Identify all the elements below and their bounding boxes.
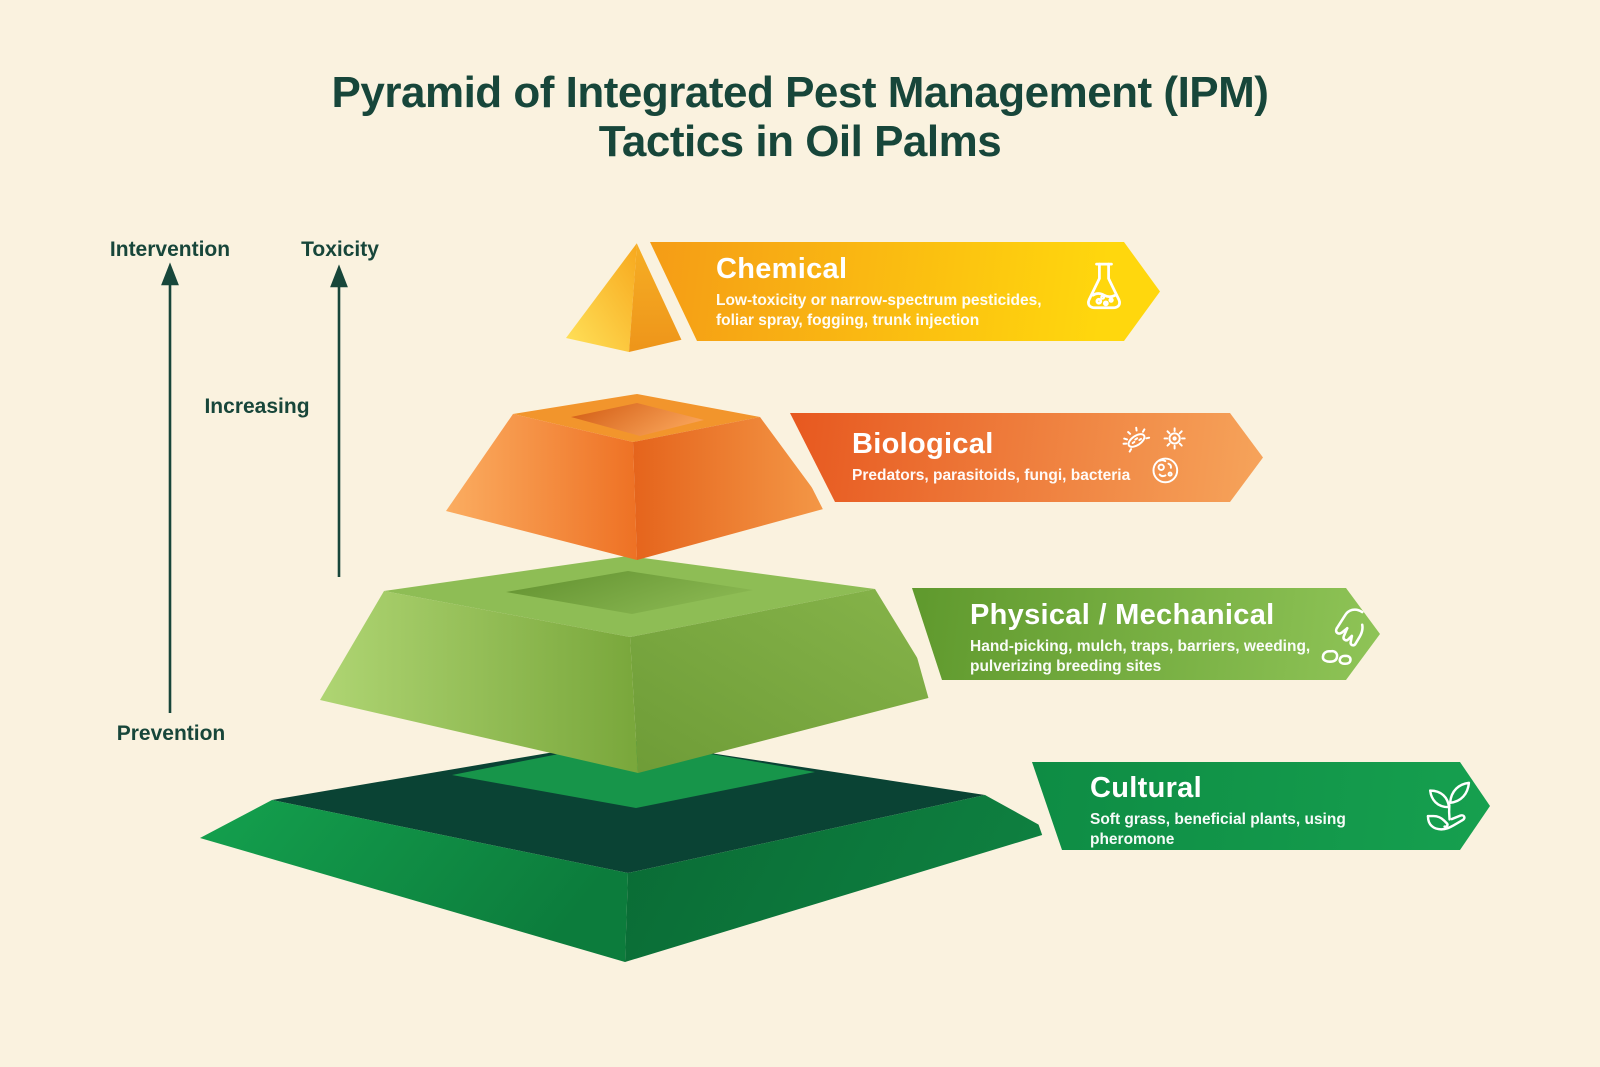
layer-title-cultural: Cultural	[1090, 772, 1202, 804]
chemical-left-face	[566, 243, 637, 352]
physical-left-face	[320, 591, 638, 773]
layer-title-chemical: Chemical	[716, 253, 848, 285]
microbes-icon	[1120, 425, 1188, 489]
flask-icon	[1076, 259, 1132, 321]
base-right-face	[625, 795, 1052, 962]
page-title: Pyramid of Integrated Pest Management (I…	[0, 68, 1600, 166]
increasing-label: Increasing	[204, 395, 310, 418]
biological-top-hole	[571, 403, 704, 436]
physical-right-face	[630, 589, 940, 773]
banner-biological: Biological Predators, parasitoids, fungi…	[790, 413, 1263, 502]
banner-cultural: Cultural Soft grass, beneficial plants, …	[1032, 762, 1490, 850]
page-title-line1: Pyramid of Integrated Pest Management (I…	[331, 68, 1269, 117]
toxicity-label: Toxicity	[301, 238, 379, 261]
layer-description-biological: Predators, parasitoids, fungi, bacteria	[852, 467, 1131, 484]
prevention-label: Prevention	[116, 722, 226, 745]
intervention-arrowhead	[161, 262, 179, 286]
pyramid-layer-physical	[320, 556, 940, 773]
axis-arrows	[161, 262, 348, 713]
banner-physical: Physical / Mechanical Hand-picking, mulc…	[912, 588, 1380, 680]
page-title-line2: Tactics in Oil Palms	[598, 117, 1002, 166]
plant-in-hand-icon	[1418, 772, 1480, 838]
toxicity-arrowhead	[330, 264, 348, 288]
banner-chemical: Chemical Low-toxicity or narrow-spectrum…	[650, 242, 1160, 341]
layer-description-physical: Hand-picking, mulch, traps, barriers, we…	[970, 638, 1311, 676]
layer-description-chemical: Low-toxicity or narrow-spectrum pesticid…	[716, 292, 1042, 330]
layer-title-biological: Biological	[852, 428, 994, 460]
biological-right-face	[633, 417, 827, 560]
banner-cut-stripes	[630, 222, 1088, 925]
base-left-face	[200, 800, 628, 962]
layer-title-physical: Physical / Mechanical	[970, 599, 1275, 631]
intervention-label: Intervention	[109, 238, 231, 261]
layer-description-cultural: Soft grass, beneficial plants, using phe…	[1090, 811, 1346, 849]
biological-left-face	[446, 414, 637, 560]
physical-top-hole	[506, 571, 753, 614]
pyramid-layer-biological	[446, 394, 827, 560]
base-inner-pad	[452, 740, 815, 808]
pyramid-layer-cultural	[200, 740, 1052, 962]
hand-picking-icon	[1308, 601, 1368, 667]
